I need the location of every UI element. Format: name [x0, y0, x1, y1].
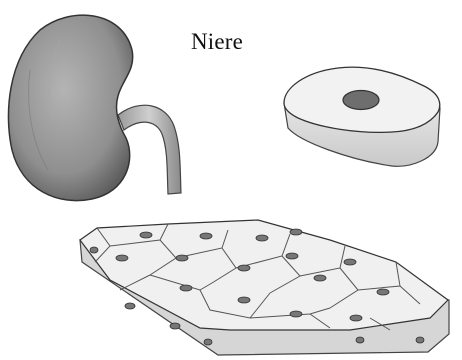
- single-cell-nucleus: [343, 91, 379, 110]
- organ-label: Niere: [191, 29, 243, 55]
- single-cell: [284, 67, 440, 166]
- kidney-body: [8, 15, 132, 200]
- kidney-drawing: [8, 15, 181, 200]
- epithelium-drawing: [80, 220, 449, 355]
